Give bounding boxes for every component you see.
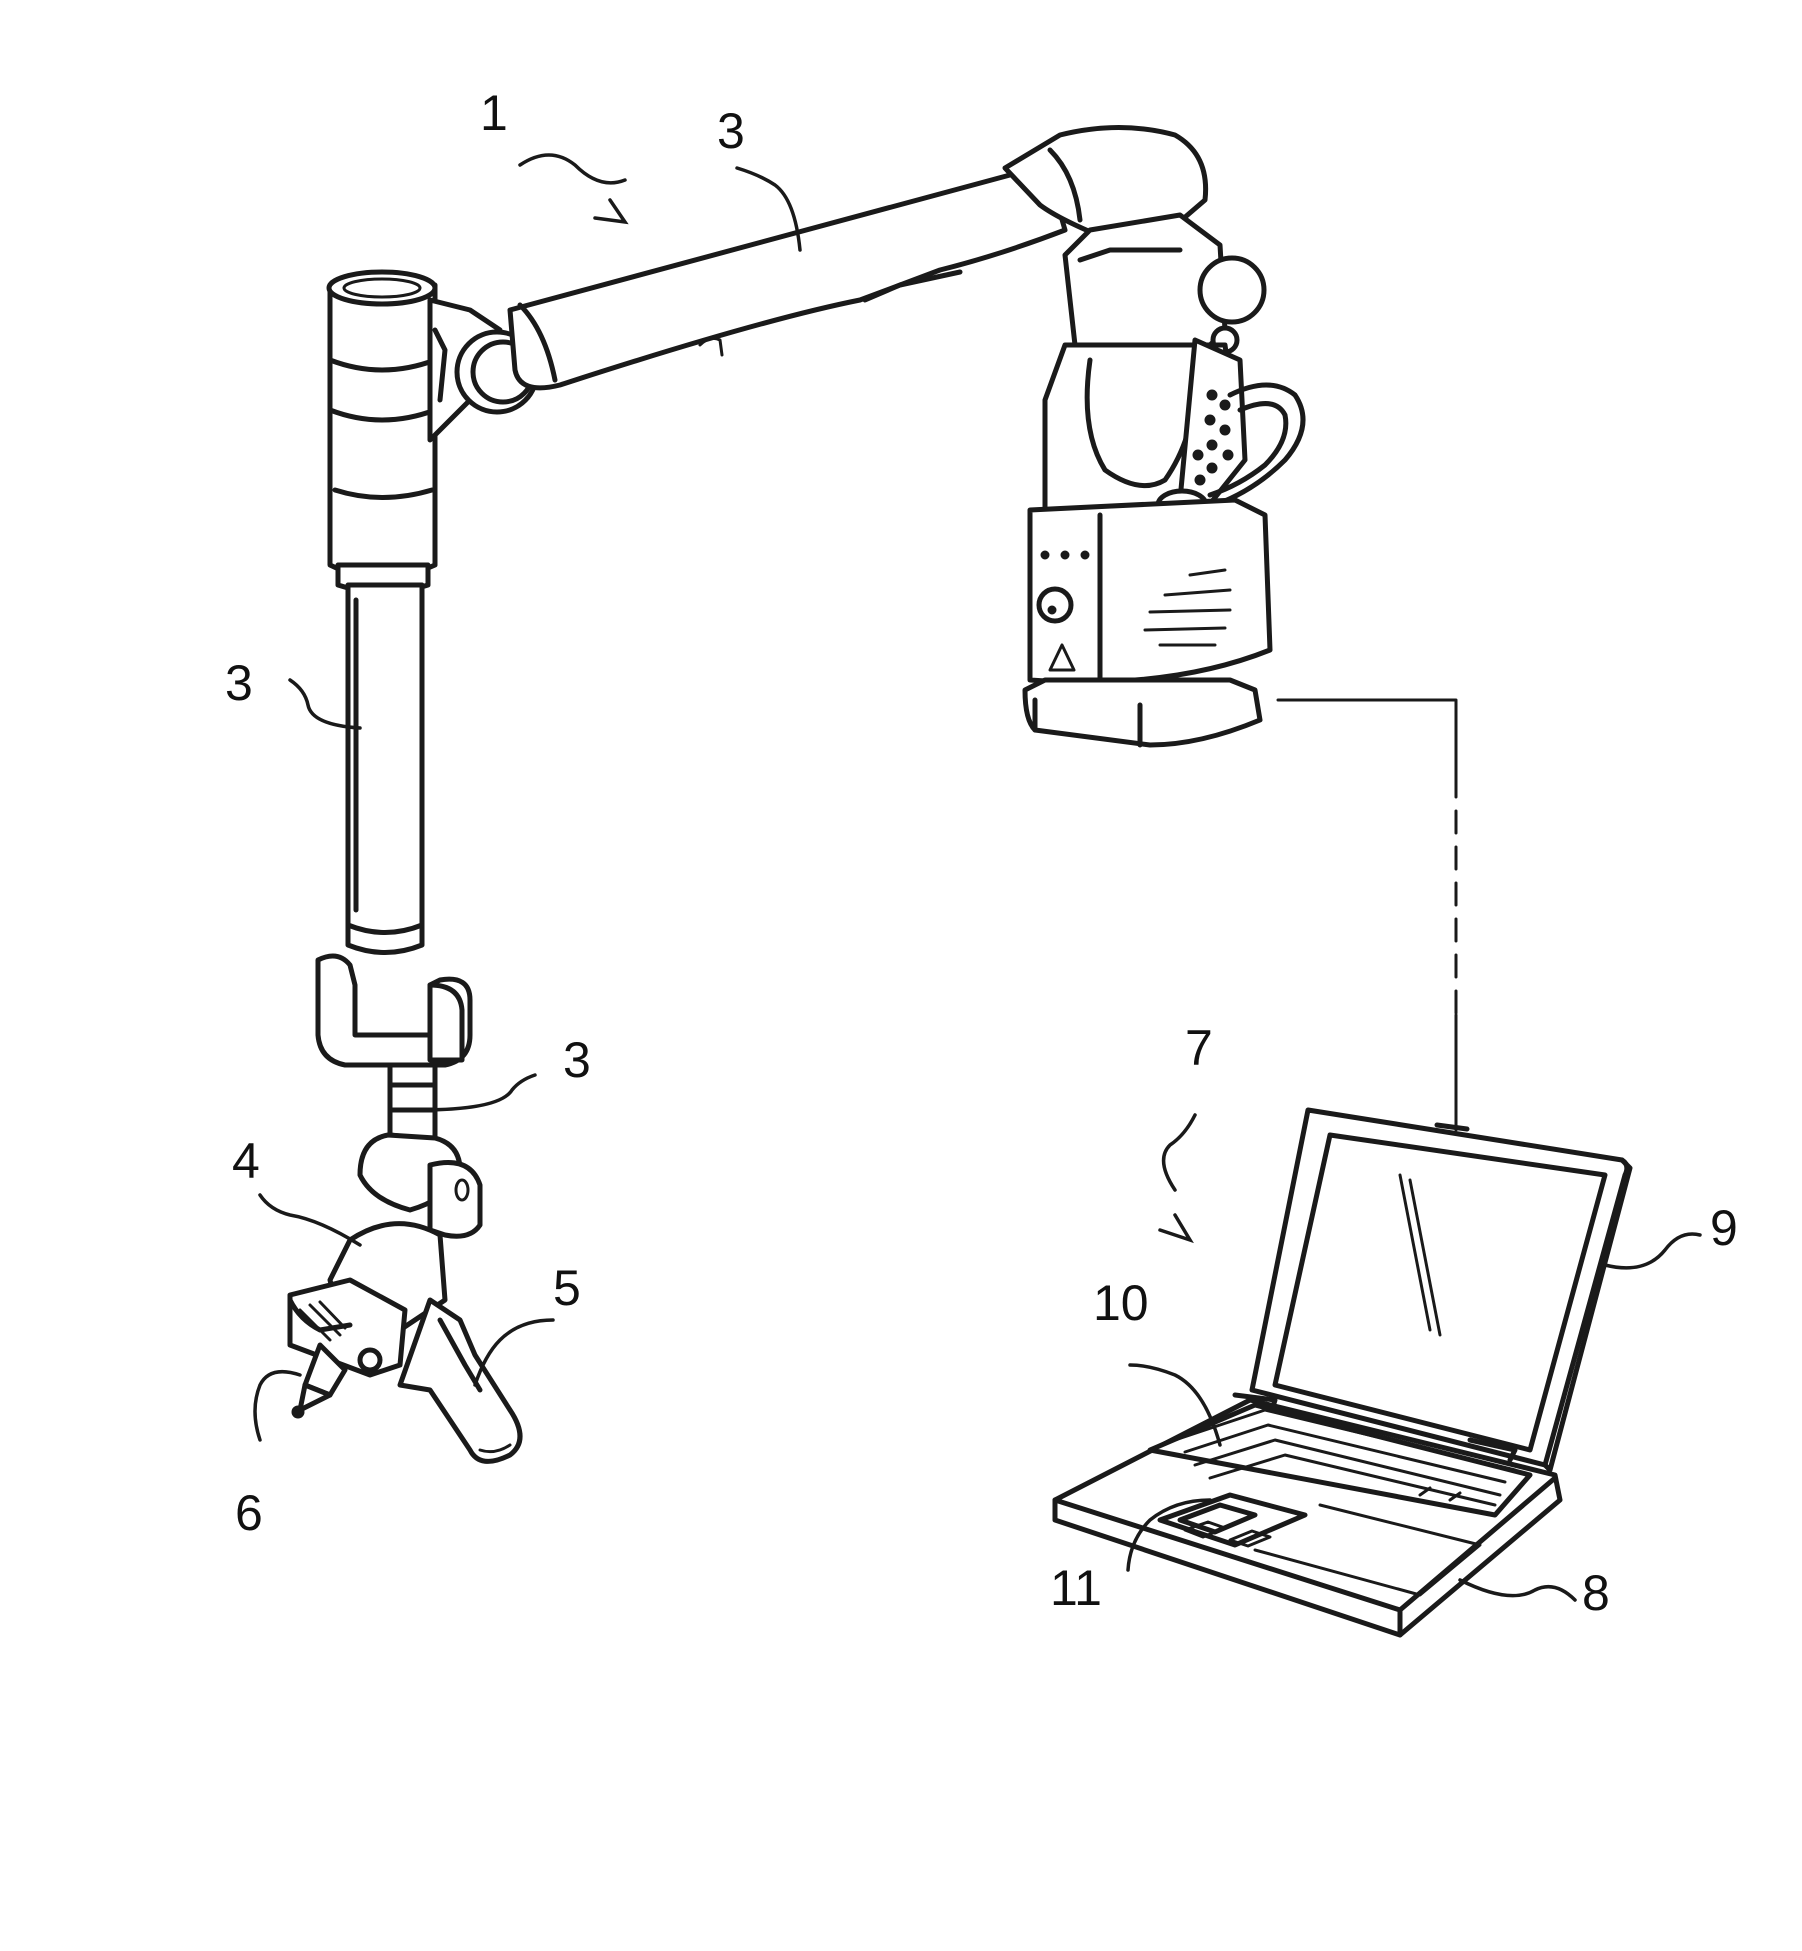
vertical-segment — [329, 272, 435, 953]
label-arm: 1 — [480, 85, 508, 141]
label-upper-segment: 3 — [717, 103, 745, 159]
handle-grip — [400, 1300, 520, 1461]
leader-screen — [1605, 1234, 1700, 1268]
label-probe-tip: 6 — [235, 1485, 263, 1541]
laptop-computer — [1055, 1110, 1630, 1635]
label-vertical-segment: 3 — [225, 655, 253, 711]
leader-arm — [520, 155, 625, 183]
label-wrist-segment: 3 — [563, 1032, 591, 1088]
leader-computer-base — [1460, 1580, 1575, 1600]
label-probe-head: 4 — [232, 1133, 260, 1189]
upper-segment — [510, 174, 1065, 388]
label-computer-base: 8 — [1582, 1565, 1610, 1621]
arm-base-body — [1045, 340, 1303, 519]
leader-probe-tip — [255, 1372, 300, 1440]
leader-computer — [1164, 1115, 1195, 1190]
label-handle: 5 — [553, 1260, 581, 1316]
data-connection-line — [1278, 700, 1456, 1130]
wrist-yoke — [318, 956, 470, 1065]
measuring-arm — [290, 128, 1303, 1462]
leader-probe-head — [260, 1195, 360, 1245]
wrist-segment — [360, 1065, 480, 1236]
label-keyboard: 10 — [1093, 1275, 1149, 1331]
label-computer-screen: 9 — [1710, 1200, 1738, 1256]
arm-base-unit — [1025, 500, 1270, 745]
label-computer: 7 — [1185, 1020, 1213, 1076]
label-touchpad: 11 — [1050, 1560, 1102, 1616]
